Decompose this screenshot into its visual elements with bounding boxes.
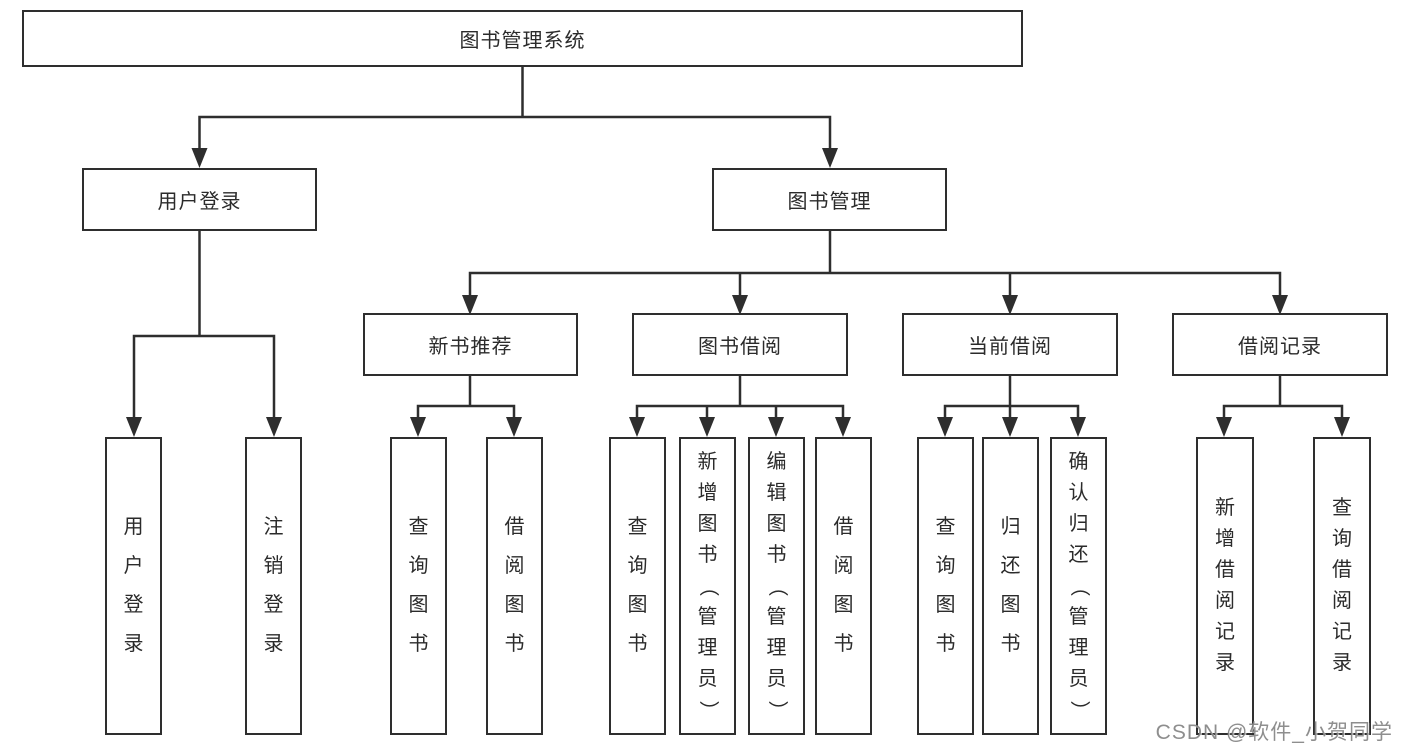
leaf-recommend-query-books-label: 查询图书 — [408, 516, 429, 655]
leaf-logout-login-label: 注销登录 — [263, 516, 284, 655]
node-book-borrowing-label: 图书借阅 — [698, 336, 782, 358]
node-book-management: 图书管理 — [712, 168, 947, 231]
leaf-borrowing-borrow-books-label: 借阅图书 — [833, 516, 854, 655]
arrowheads — [126, 148, 1350, 437]
node-new-book-recommend-label: 新书推荐 — [428, 336, 513, 358]
leaf-recommend-borrow-books-label: 借阅图书 — [504, 516, 525, 655]
leaf-edit-books-admin: 编辑图书（管理员） — [748, 437, 805, 735]
leaf-logout-login: 注销登录 — [245, 437, 302, 735]
node-current-borrowing: 当前借阅 — [902, 313, 1118, 376]
leaf-confirm-return-admin-label: 确认归还（管理员） — [1068, 450, 1090, 721]
leaf-borrowing-borrow-books: 借阅图书 — [815, 437, 872, 735]
leaf-edit-books-admin-label: 编辑图书（管理员） — [766, 450, 788, 721]
leaf-return-books-label: 归还图书 — [1000, 516, 1021, 655]
leaf-add-borrow-record: 新增借阅记录 — [1196, 437, 1254, 735]
leaf-current-query-books-label: 查询图书 — [935, 516, 956, 655]
node-user-login-label: 用户登录 — [157, 191, 242, 213]
node-new-book-recommend: 新书推荐 — [363, 313, 578, 376]
csdn-watermark: CSDN @软件_小贺同学 — [1155, 721, 1393, 744]
node-user-login: 用户登录 — [82, 168, 317, 231]
node-borrow-records-label: 借阅记录 — [1238, 336, 1322, 358]
leaf-query-borrow-record-label: 查询借阅记录 — [1332, 497, 1352, 674]
node-library-system-label: 图书管理系统 — [459, 30, 586, 52]
leaf-confirm-return-admin: 确认归还（管理员） — [1050, 437, 1107, 735]
leaf-add-books-admin-label: 新增图书（管理员） — [697, 450, 719, 721]
node-book-borrowing: 图书借阅 — [632, 313, 848, 376]
leaf-recommend-borrow-books: 借阅图书 — [486, 437, 543, 735]
node-borrow-records: 借阅记录 — [1172, 313, 1388, 376]
leaf-recommend-query-books: 查询图书 — [390, 437, 447, 735]
leaf-current-query-books: 查询图书 — [917, 437, 974, 735]
node-book-management-label: 图书管理 — [787, 191, 872, 213]
leaf-user-login-label: 用户登录 — [123, 516, 144, 655]
leaf-borrowing-query-books: 查询图书 — [609, 437, 666, 735]
leaf-return-books: 归还图书 — [982, 437, 1039, 735]
node-current-borrowing-label: 当前借阅 — [968, 336, 1052, 358]
node-library-system: 图书管理系统 — [22, 10, 1023, 67]
leaf-add-books-admin: 新增图书（管理员） — [679, 437, 736, 735]
leaf-borrowing-query-books-label: 查询图书 — [627, 516, 648, 655]
leaf-query-borrow-record: 查询借阅记录 — [1313, 437, 1371, 735]
leaf-add-borrow-record-label: 新增借阅记录 — [1215, 497, 1235, 674]
leaf-user-login: 用户登录 — [105, 437, 162, 735]
